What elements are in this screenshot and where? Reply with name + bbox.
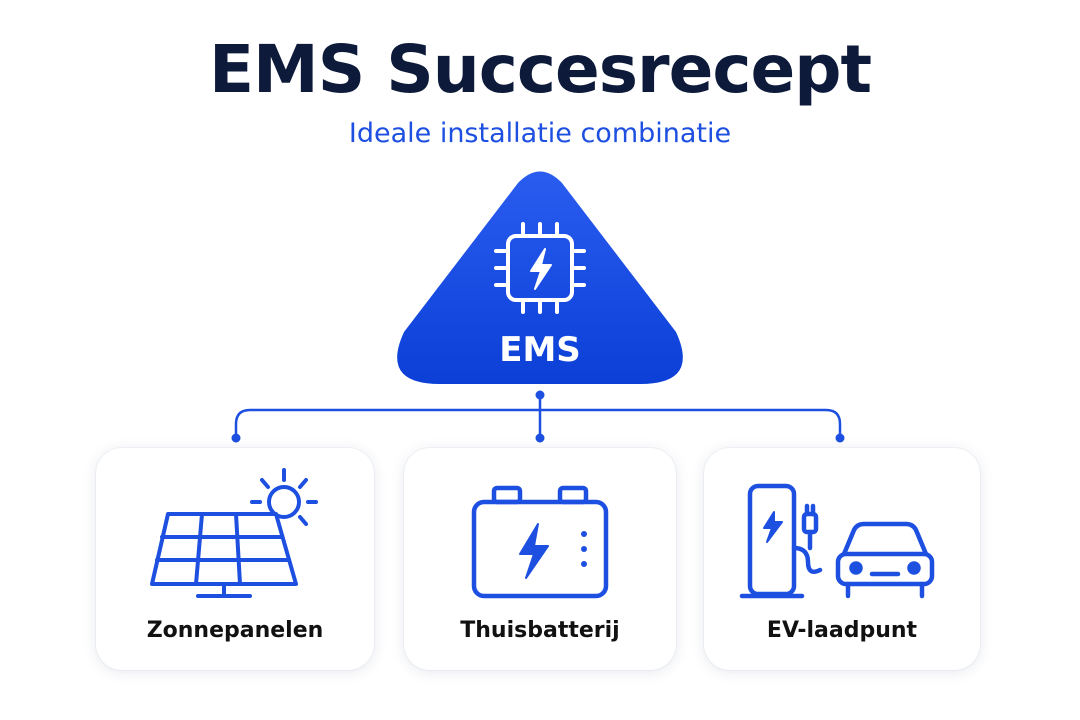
ev-charger-icon [739,483,935,599]
home-battery-icon [471,485,609,599]
page-title: EMS Succesrecept [208,31,872,108]
connector-lines [234,394,842,438]
component-label: EV-laadpunt [766,618,918,643]
component-label: Zonnepanelen [146,618,324,643]
component-card-ev-laadpunt[interactable]: EV-laadpunt [704,448,980,670]
component-card-thuisbatterij[interactable]: Thuisbatterij [404,448,676,670]
page-subtitle: Ideale installatie combinatie [348,118,732,149]
component-label: Thuisbatterij [460,618,620,643]
chip-lightning-icon [494,222,586,314]
component-card-zonnepanelen[interactable]: Zonnepanelen [96,448,374,670]
solar-panel-icon [150,468,318,598]
connector-nodes [231,390,845,443]
ems-hub-label: EMS [499,330,581,370]
